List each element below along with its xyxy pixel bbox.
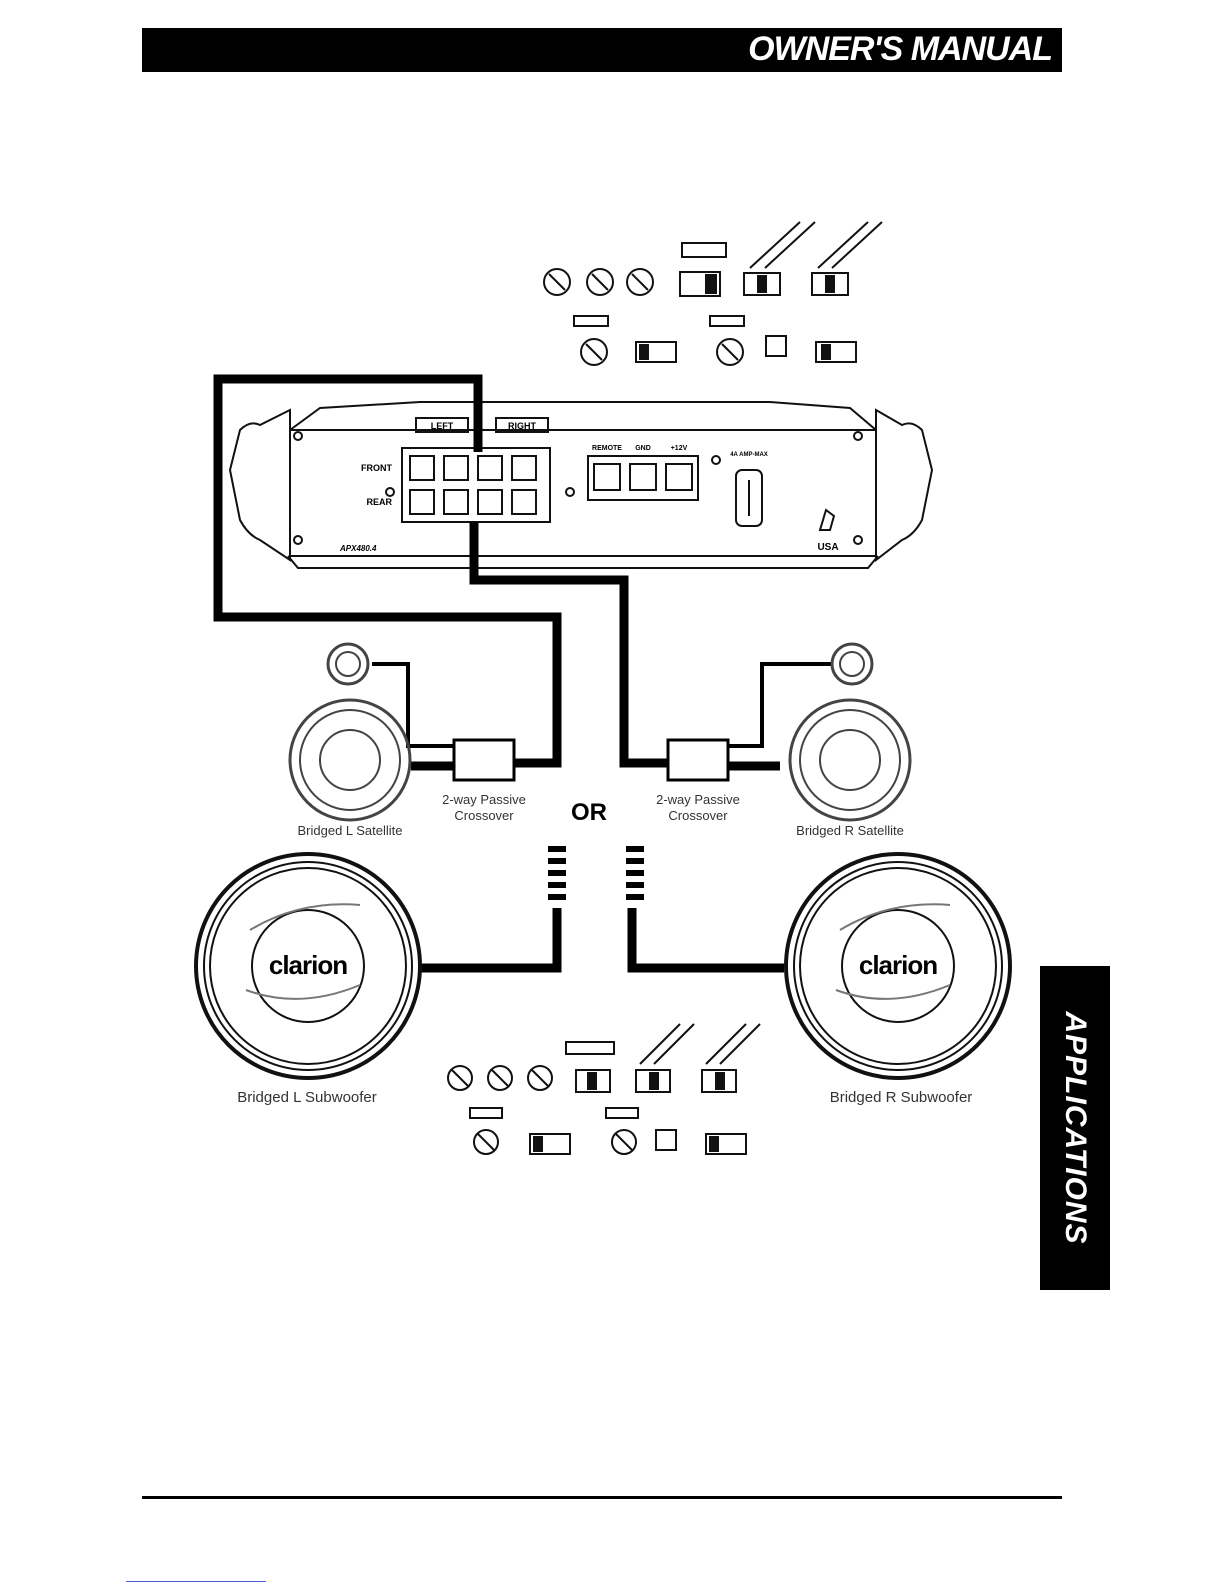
left-subwoofer-brand: clarion: [269, 950, 347, 980]
dashed-wire-ends: [548, 846, 644, 900]
tweeter-wires: [372, 664, 832, 746]
bottom-control-panel: [448, 1024, 760, 1154]
left-satellite-label: Bridged L Satellite: [297, 823, 402, 838]
amp-12v-label: +12V: [671, 445, 688, 452]
left-crossover-label-line1: 2-way Passive: [442, 792, 526, 807]
amp-left-label: LEFT: [431, 421, 454, 431]
right-subwoofer-label: Bridged R Subwoofer: [830, 1089, 973, 1106]
right-satellite-label: Bridged R Satellite: [796, 823, 904, 838]
amp-front-label: FRONT: [361, 463, 392, 473]
top-control-panel: [544, 222, 882, 365]
side-tab: APPLICATIONS: [1040, 966, 1110, 1290]
amp-fuse-label: 4A AMP-MAX: [730, 452, 768, 458]
amp-origin-label: USA: [817, 542, 838, 553]
left-crossover-label-line2: Crossover: [454, 808, 514, 823]
right-crossover-label-line2: Crossover: [668, 808, 728, 823]
amp-rear-label: REAR: [366, 497, 392, 507]
side-tab-label: APPLICATIONS: [1058, 1011, 1092, 1244]
amp-remote-label: REMOTE: [592, 445, 622, 452]
left-subwoofer-label: Bridged L Subwoofer: [237, 1089, 377, 1106]
satellite-speakers: [290, 644, 910, 820]
right-crossover-box: [668, 740, 728, 780]
amp-model-label: APX480.4: [339, 544, 377, 553]
right-crossover-label-line1: 2-way Passive: [656, 792, 740, 807]
right-subwoofer-brand: clarion: [859, 950, 937, 980]
bottom-rule: [142, 1496, 1062, 1499]
amp-gnd-label: GND: [635, 445, 651, 452]
left-crossover-box: [454, 740, 514, 780]
footer-link-underline: [126, 1581, 266, 1582]
amp-right-label: RIGHT: [508, 421, 537, 431]
or-label: OR: [571, 799, 607, 826]
crossovers: [454, 740, 728, 780]
